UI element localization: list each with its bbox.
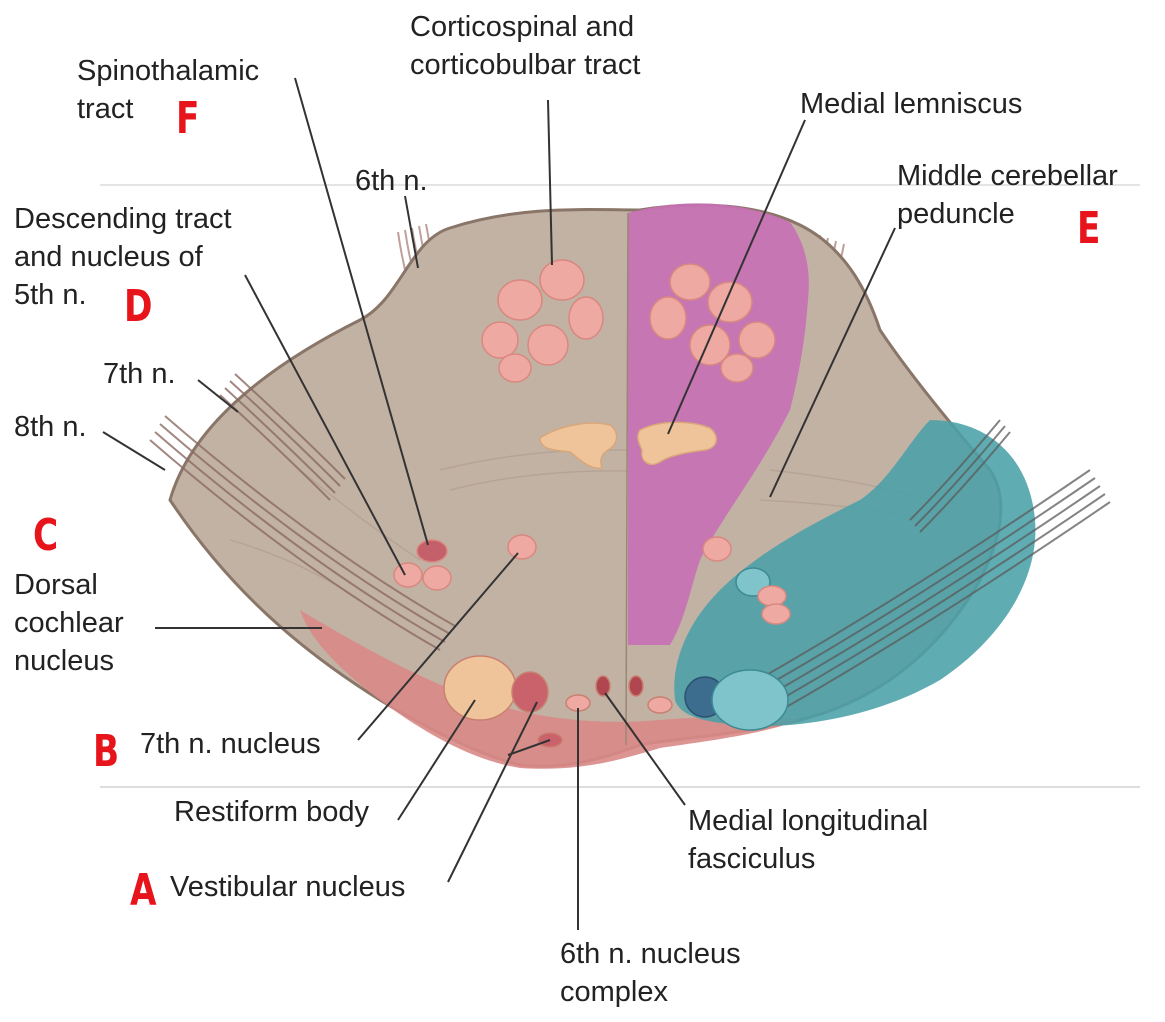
vestibular-label: Vestibular nucleus (170, 871, 406, 903)
corticospinal-label: Corticospinal and corticobulbar tract (410, 11, 641, 81)
seventh-n-leader (197, 379, 239, 413)
restiform-leader (397, 699, 476, 821)
dorsal-cochlear-label: Dorsal cochlear nucleus (14, 569, 124, 677)
seventh-n-nucleus-leader (357, 552, 519, 741)
seventh-n-label: 7th n. (103, 358, 176, 390)
corticospinal-leader (547, 99, 553, 266)
middle-cerebellar-leader (769, 227, 896, 498)
corticospinal-bundles-left (481, 259, 604, 383)
sixth-n-label: 6th n. (355, 165, 428, 197)
vestibular-leader-branch (507, 739, 551, 756)
letter-d: D (124, 281, 153, 332)
sixth-n-leader (404, 195, 419, 269)
letter-f: F (176, 93, 200, 144)
spinothalamic-leader (294, 77, 429, 546)
restiform-label: Restiform body (174, 796, 370, 828)
right-nerve-fibers (739, 419, 1111, 723)
mlf-leader (604, 692, 686, 806)
letter-e: E (1077, 203, 1101, 254)
vestibular-leader (447, 701, 538, 883)
dorsal-edge-region (300, 610, 800, 769)
letter-a: A (130, 865, 157, 916)
seventh-n-nucleus-label: 7th n. nucleus (140, 728, 321, 760)
medial-lemniscus-right-shape (637, 421, 717, 466)
letter-b: B (93, 726, 120, 777)
middle-cerebellar-label: Middle cerebellar peduncle (897, 160, 1118, 230)
left-nerve-fibers (149, 373, 456, 651)
mlf-label: Medial longitudinal fasciculus (688, 805, 929, 875)
spinothalamic-label: Spinothalamic tract (77, 55, 260, 125)
medial-lemniscus-label: Medial lemniscus (800, 88, 1023, 120)
dorsal-nuclei-left (443, 655, 591, 748)
lateral-nuclei-right (702, 536, 791, 625)
eighth-n-leader (102, 431, 166, 471)
corticospinal-bundles-right (649, 263, 776, 383)
leader-lines (102, 77, 896, 930)
eighth-n-label: 8th n. (14, 411, 87, 443)
midline (625, 212, 629, 746)
letter-c: C (33, 510, 59, 561)
medial-lemniscus-left-shape (539, 422, 618, 469)
descending-tract-label: Descending tract and nucleus of 5th n. (14, 203, 232, 311)
sixth-n-nucleus-label: 6th n. nucleus complex (560, 938, 741, 1008)
descending-tract-leader (244, 274, 406, 576)
medial-lemniscus-leader (667, 119, 806, 435)
dorsal-nuclei-right (595, 669, 789, 731)
middle-cerebellar-peduncle-region (674, 420, 1036, 726)
